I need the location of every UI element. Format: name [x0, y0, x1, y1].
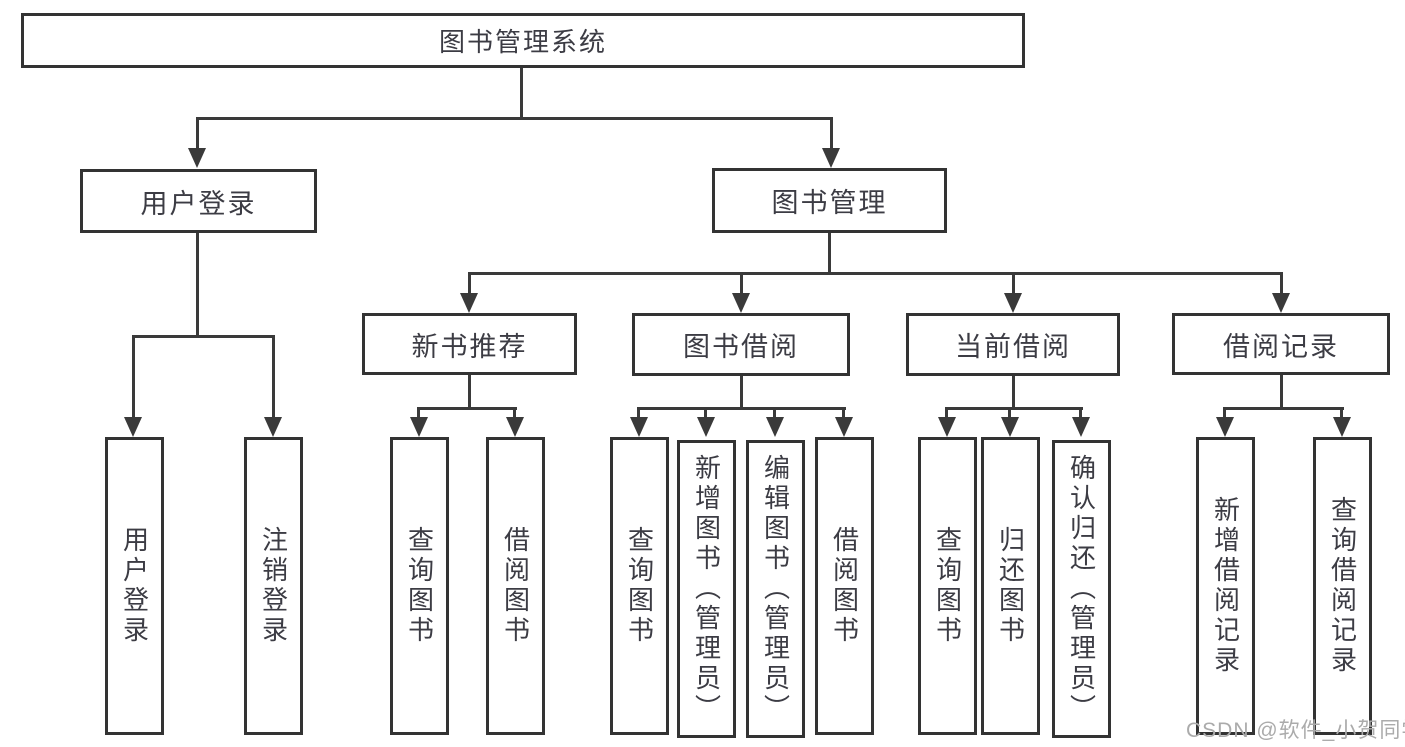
connector-leaf-drop	[842, 407, 845, 421]
arrowhead-leaf	[1072, 417, 1090, 437]
connector-root-stem	[520, 68, 523, 117]
leaf-node-borrow-book-2: 借阅图书	[815, 437, 874, 735]
connector-level3-rail	[468, 272, 1282, 275]
connector-user-login-drop	[196, 117, 199, 150]
leaf-node-query-book-2: 查询图书	[610, 437, 669, 735]
arrowhead-logout-leaf	[264, 417, 282, 437]
connector-book-borrow-rail	[637, 407, 846, 410]
leaf-node-add-book-admin: 新增图书（管理员）	[677, 440, 736, 738]
connector-book-mgmt-stem	[828, 233, 831, 272]
connector-login-leaf-drop	[132, 335, 135, 419]
connector-new-book-stem	[468, 375, 471, 407]
connector-leaf-drop	[704, 407, 707, 421]
arrowhead-new-book	[460, 293, 478, 313]
section-node-book-borrow: 图书借阅	[632, 313, 850, 376]
leaf-node-edit-book-admin: 编辑图书（管理员）	[746, 440, 805, 738]
leaf-node-add-borrow-record: 新增借阅记录	[1196, 437, 1255, 735]
connector-level2-rail	[196, 117, 833, 120]
leaf-node-return-book: 归还图书	[981, 437, 1040, 735]
arrowhead-leaf	[1001, 417, 1019, 437]
connector-current-borrow-drop	[1012, 272, 1015, 295]
connector-user-login-rail	[132, 335, 275, 338]
connector-book-borrow-drop	[740, 272, 743, 295]
connector-leaf-drop	[773, 407, 776, 421]
arrowhead-login-leaf	[124, 417, 142, 437]
connector-book-borrow-stem	[740, 376, 743, 407]
connector-leaf-drop	[945, 407, 948, 421]
arrowhead-leaf	[506, 417, 524, 437]
arrowhead-leaf	[835, 417, 853, 437]
root-node-library-system: 图书管理系统	[21, 13, 1025, 68]
arrowhead-leaf	[938, 417, 956, 437]
arrowhead-leaf	[697, 417, 715, 437]
leaf-node-query-book-1: 查询图书	[390, 437, 449, 735]
connector-borrow-record-drop	[1280, 272, 1283, 295]
connector-leaf-drop	[1340, 407, 1343, 421]
leaf-node-user-login: 用户登录	[105, 437, 164, 735]
connector-current-borrow-stem	[1012, 376, 1015, 407]
connector-leaf-drop	[417, 407, 420, 421]
connector-book-mgmt-drop	[830, 117, 833, 150]
connector-new-book-rail	[417, 407, 517, 410]
arrowhead-user-login	[188, 148, 206, 168]
connector-logout-leaf-drop	[272, 335, 275, 419]
connector-leaf-drop	[513, 407, 516, 421]
arrowhead-leaf	[630, 417, 648, 437]
connector-current-borrow-rail	[945, 407, 1083, 410]
connector-leaf-drop	[637, 407, 640, 421]
arrowhead-book-borrow	[732, 293, 750, 313]
arrowhead-leaf	[1333, 417, 1351, 437]
section-node-borrow-record: 借阅记录	[1172, 313, 1390, 375]
csdn-watermark: CSDN @软件_小贺同学	[1186, 719, 1405, 742]
connector-user-login-stem	[196, 233, 199, 335]
leaf-node-confirm-return-admin: 确认归还（管理员）	[1052, 440, 1111, 738]
branch-node-user-login: 用户登录	[80, 169, 317, 233]
arrowhead-leaf	[410, 417, 428, 437]
arrowhead-current-borrow	[1004, 293, 1022, 313]
leaf-node-logout: 注销登录	[244, 437, 303, 735]
connector-new-book-drop	[468, 272, 471, 295]
leaf-node-query-borrow-record: 查询借阅记录	[1313, 437, 1372, 735]
section-node-current-borrow: 当前借阅	[906, 313, 1120, 376]
section-node-new-book-recommend: 新书推荐	[362, 313, 577, 375]
leaf-node-query-book-3: 查询图书	[918, 437, 977, 735]
connector-borrow-record-stem	[1280, 375, 1283, 407]
connector-leaf-drop	[1079, 407, 1082, 421]
arrowhead-leaf	[766, 417, 784, 437]
connector-borrow-record-rail	[1223, 407, 1344, 410]
arrowhead-leaf	[1216, 417, 1234, 437]
arrowhead-borrow-record	[1272, 293, 1290, 313]
connector-leaf-drop	[1223, 407, 1226, 421]
connector-leaf-drop	[1008, 407, 1011, 421]
leaf-node-borrow-book-1: 借阅图书	[486, 437, 545, 735]
branch-node-book-management: 图书管理	[712, 168, 947, 233]
arrowhead-book-mgmt	[822, 148, 840, 168]
